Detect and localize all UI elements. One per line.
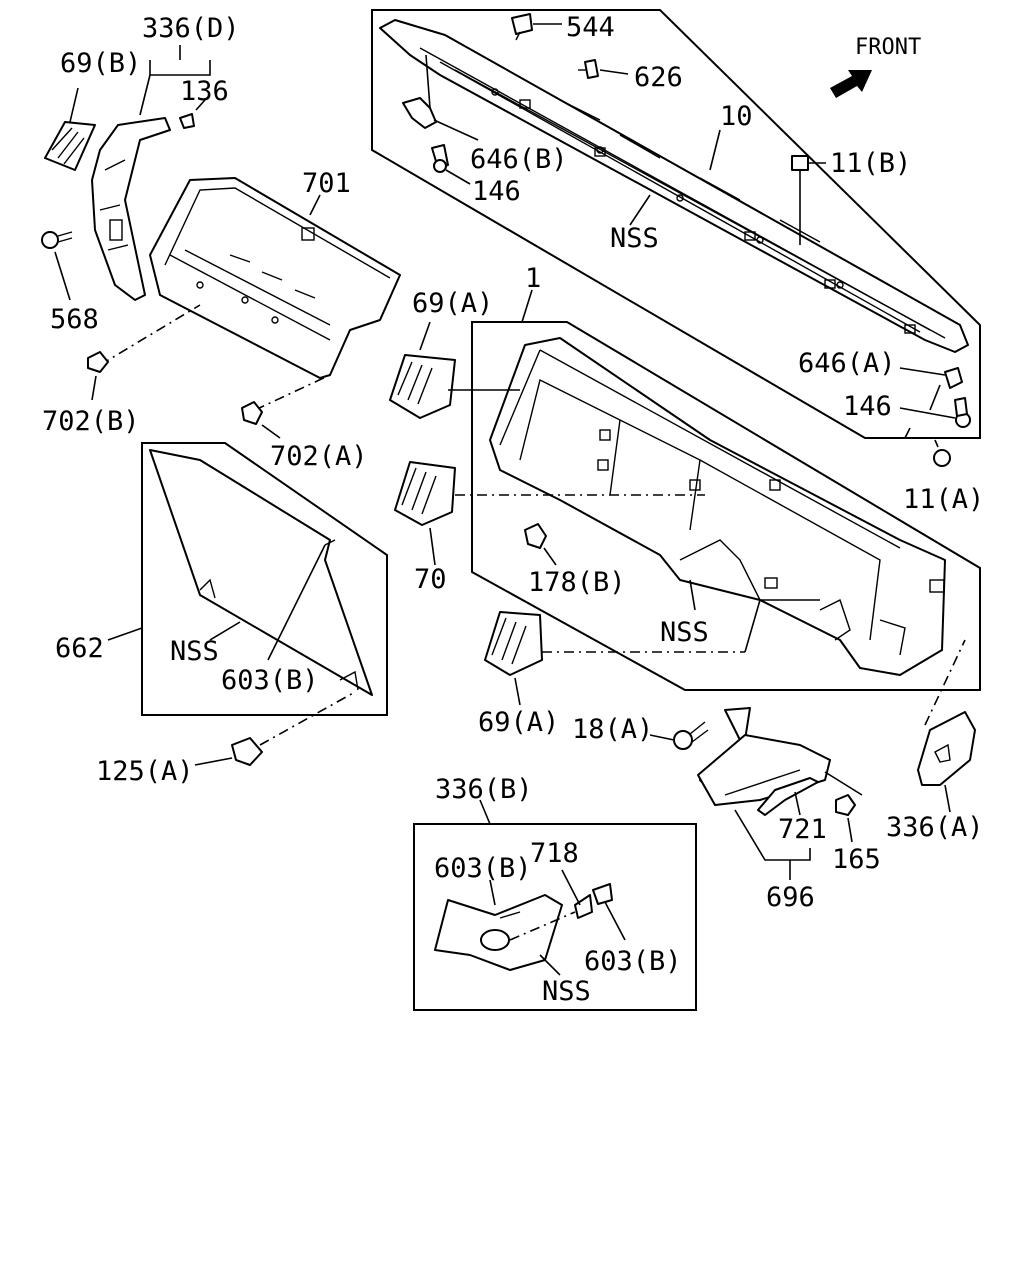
label-69a-top: 69(A) bbox=[412, 288, 493, 319]
label-544: 544 bbox=[566, 12, 615, 43]
label-336b: 336(B) bbox=[435, 774, 533, 805]
main-panel-outline bbox=[471, 321, 981, 691]
label-336a: 336(A) bbox=[886, 812, 984, 843]
label-702a: 702(A) bbox=[270, 441, 368, 472]
label-568: 568 bbox=[50, 304, 99, 335]
screw-544-icon bbox=[511, 13, 533, 41]
label-718-icon bbox=[574, 894, 593, 919]
clip-646a-icon bbox=[944, 367, 963, 389]
label-165: 165 bbox=[832, 844, 881, 875]
label-69b: 69(B) bbox=[60, 48, 141, 79]
front-arrow-icon bbox=[830, 70, 872, 98]
label-701: 701 bbox=[302, 168, 351, 199]
nut-702b-icon bbox=[87, 351, 109, 373]
label-603b-left: 603(B) bbox=[221, 665, 319, 696]
nut-165-icon bbox=[835, 794, 856, 816]
label-nss-box: NSS bbox=[542, 976, 591, 1007]
label-11b: 11(B) bbox=[830, 148, 911, 179]
clip-702a-icon bbox=[241, 401, 263, 425]
clip-603b-box-icon bbox=[592, 883, 613, 905]
glove-box-lid-outline bbox=[141, 442, 388, 716]
instrument-panel-1 bbox=[489, 337, 946, 676]
label-70: 70 bbox=[414, 564, 447, 595]
side-panel-336d bbox=[91, 117, 171, 301]
panel-336b-outline bbox=[413, 823, 697, 1011]
label-1: 1 bbox=[525, 263, 541, 294]
label-nss-left: NSS bbox=[170, 636, 219, 667]
screw-146-icon bbox=[431, 144, 449, 173]
trim-721 bbox=[757, 777, 819, 816]
side-cover-336a bbox=[917, 711, 976, 786]
vent-69a-bottom-icon bbox=[484, 611, 543, 676]
screw-11a-icon bbox=[933, 439, 951, 467]
vent-69b-icon bbox=[44, 121, 96, 171]
upper-panel-10 bbox=[379, 19, 969, 353]
screw-626-icon bbox=[578, 59, 599, 79]
panel-336b bbox=[434, 894, 563, 971]
label-10: 10 bbox=[720, 101, 753, 132]
label-nss-mid: NSS bbox=[660, 617, 709, 648]
label-662: 662 bbox=[55, 633, 104, 664]
front-label: FRONT bbox=[855, 35, 921, 60]
vent-70-icon bbox=[394, 461, 456, 526]
bolt-11b-icon bbox=[791, 155, 809, 245]
label-646a: 646(A) bbox=[798, 348, 896, 379]
upper-assembly-outline bbox=[371, 9, 981, 439]
clip-125a-icon bbox=[231, 737, 263, 766]
clip-646b-icon bbox=[402, 97, 437, 129]
label-125a: 125(A) bbox=[96, 756, 194, 787]
label-696: 696 bbox=[766, 882, 815, 913]
label-721: 721 bbox=[778, 814, 827, 845]
screw-146b-icon bbox=[954, 397, 971, 428]
clip-178b-icon bbox=[524, 523, 547, 549]
label-146-right: 146 bbox=[843, 391, 892, 422]
screw-568-icon bbox=[41, 231, 73, 249]
label-11a: 11(A) bbox=[903, 484, 984, 515]
glove-box-frame-701 bbox=[149, 177, 401, 379]
label-146-top: 146 bbox=[472, 176, 521, 207]
label-336d: 336(D) bbox=[142, 13, 240, 44]
label-626: 626 bbox=[634, 62, 683, 93]
label-18a: 18(A) bbox=[572, 714, 653, 745]
label-69a-bottom: 69(A) bbox=[478, 707, 559, 738]
label-603b-box-left: 603(B) bbox=[434, 853, 532, 884]
label-702b: 702(B) bbox=[42, 406, 140, 437]
clip-136-icon bbox=[179, 113, 195, 129]
label-136: 136 bbox=[180, 76, 229, 107]
bolt-18a-icon bbox=[673, 721, 709, 750]
lower-cover-696 bbox=[697, 707, 831, 806]
label-646b: 646(B) bbox=[470, 144, 568, 175]
label-178b: 178(B) bbox=[528, 567, 626, 598]
glove-box-lid-662 bbox=[149, 449, 373, 696]
vent-69a-top-icon bbox=[389, 354, 456, 419]
label-nss-top: NSS bbox=[610, 223, 659, 254]
label-718: 718 bbox=[530, 838, 579, 869]
label-603b-box-right: 603(B) bbox=[584, 946, 682, 977]
